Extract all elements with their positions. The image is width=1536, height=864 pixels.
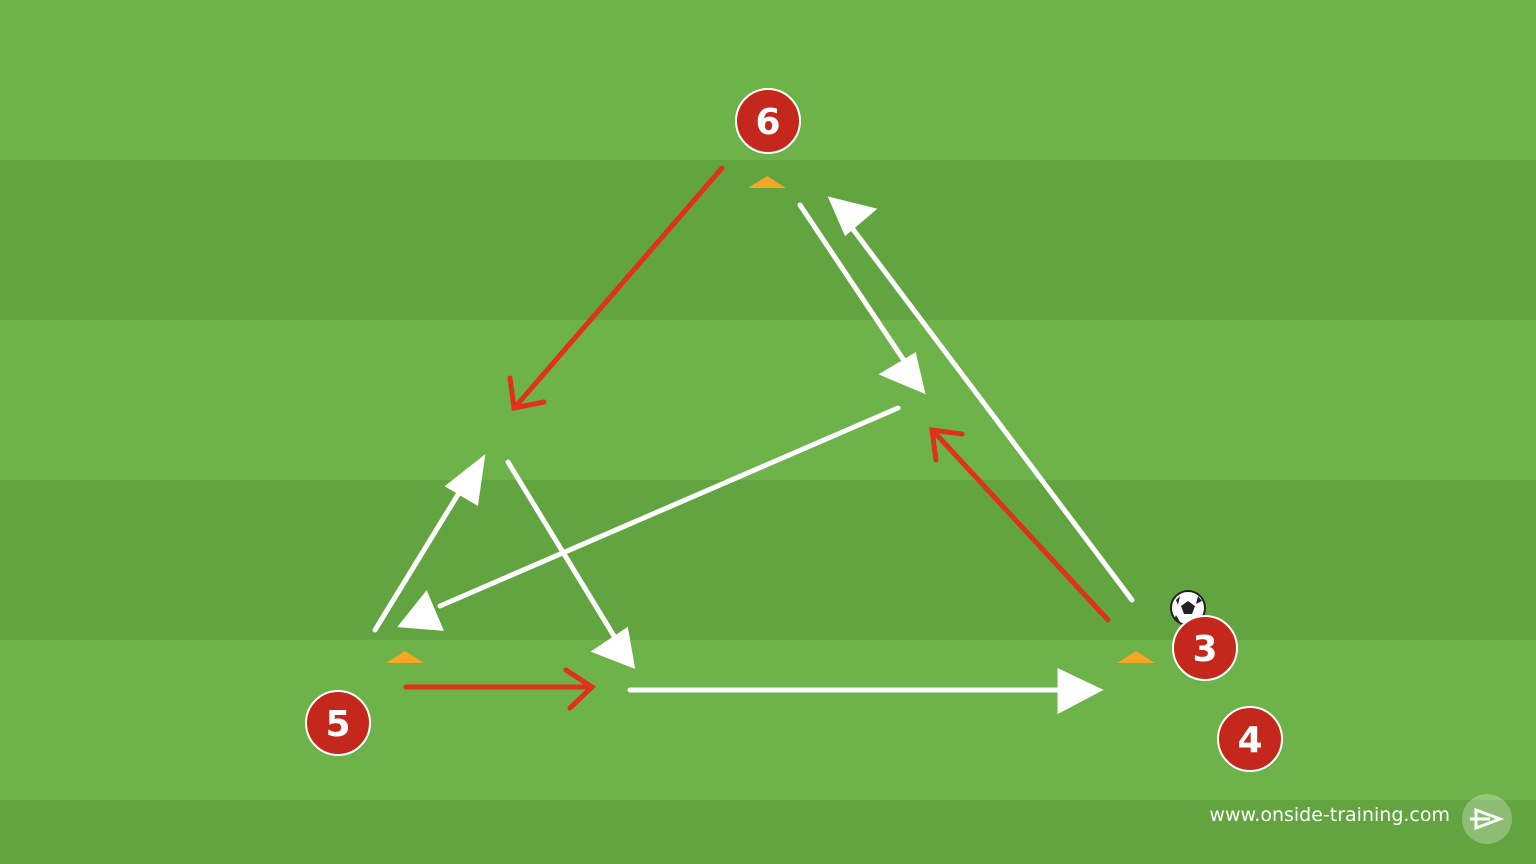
player-4: 4: [1217, 706, 1283, 772]
arrowhead: [827, 196, 878, 237]
run-arrow: [933, 431, 1111, 623]
player-6-label: 6: [755, 102, 780, 143]
pass-arrow: [372, 485, 465, 633]
cone-icon: [386, 651, 424, 663]
arrowhead: [397, 590, 444, 631]
onside-logo-icon: [1462, 794, 1512, 844]
arrowhead: [878, 352, 926, 395]
arrowhead: [507, 375, 547, 411]
arrowhead: [1057, 668, 1104, 715]
cone-icon: [1117, 651, 1155, 663]
cone-icon: [748, 176, 786, 188]
player-3: 3: [1172, 615, 1238, 681]
pitch-stripe: [0, 640, 1536, 800]
pitch-stripe: [0, 320, 1536, 480]
arrowhead: [444, 454, 486, 507]
player-5-label: 5: [325, 704, 350, 745]
player-6: 6: [735, 88, 801, 154]
arrowhead: [563, 667, 597, 711]
player-4-label: 4: [1237, 720, 1262, 761]
pitch-stripe: [0, 480, 1536, 640]
pitch-stripe: [0, 800, 1536, 864]
arrowhead: [590, 626, 636, 669]
player-3-label: 3: [1192, 629, 1217, 670]
pass-arrow: [797, 202, 908, 365]
run-arrow: [513, 165, 725, 409]
pass-arrow: [437, 405, 901, 609]
player-5: 5: [305, 690, 371, 756]
pass-arrow: [505, 459, 617, 639]
pass-arrow: [849, 225, 1135, 603]
website-link[interactable]: www.onside-training.com: [1209, 804, 1450, 826]
arrowhead: [929, 427, 965, 463]
